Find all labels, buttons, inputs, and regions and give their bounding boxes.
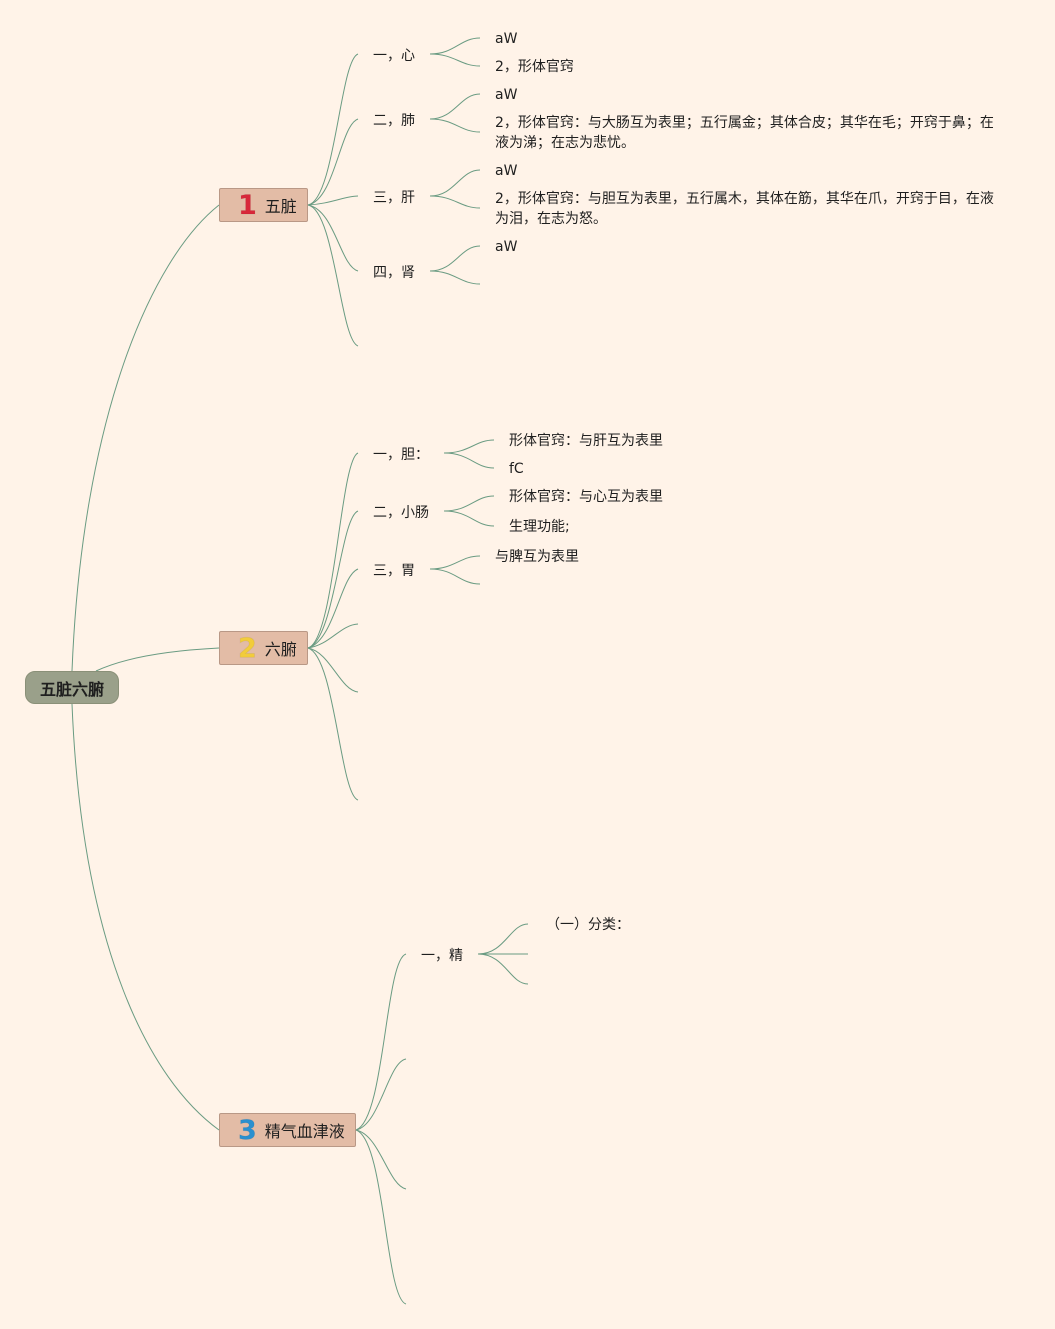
leaf-node[interactable]: 2，形体官窍 bbox=[495, 59, 574, 75]
topic-label: 精气血津液 bbox=[264, 1122, 345, 1141]
root-label: 五脏六腑 bbox=[39, 679, 104, 699]
number-1-icon: 1 bbox=[238, 189, 258, 221]
leaf-node[interactable]: 形体官窍：与心互为表里 bbox=[509, 489, 663, 505]
topic-node-3[interactable]: 3 精气血津液 bbox=[219, 1113, 356, 1147]
leaf-node[interactable]: （一）分类： bbox=[546, 917, 630, 933]
leaf-node[interactable]: aW bbox=[495, 239, 518, 255]
leaf-node[interactable]: 2，形体官窍：与胆互为表里，五行属木，其体在筋，其华在爪，开窍于目，在液为泪，在… bbox=[495, 191, 994, 227]
leaf-node[interactable]: aW bbox=[495, 163, 518, 179]
subtopic-node[interactable]: 三，胃 bbox=[373, 563, 415, 579]
topic-node-1[interactable]: 1 五脏 bbox=[219, 188, 308, 222]
number-3-icon: 3 bbox=[238, 1114, 258, 1146]
topic-label: 六腑 bbox=[264, 640, 297, 659]
root-node[interactable]: 五脏六腑 bbox=[25, 671, 119, 704]
leaf-node[interactable]: 形体官窍：与肝互为表里 bbox=[509, 433, 663, 449]
subtopic-node[interactable]: 一，心 bbox=[373, 48, 415, 64]
subtopic-node[interactable]: 一，胆： bbox=[373, 447, 429, 463]
subtopic-node[interactable]: 二，小肠 bbox=[373, 505, 429, 521]
leaf-node[interactable]: 生理功能; bbox=[509, 519, 570, 535]
leaf-node[interactable]: aW bbox=[495, 87, 518, 103]
subtopic-node[interactable]: 二，肺 bbox=[373, 113, 415, 129]
subtopic-node[interactable]: 四，肾 bbox=[373, 265, 415, 281]
topic-label: 五脏 bbox=[264, 197, 297, 216]
subtopic-node[interactable]: 三，肝 bbox=[373, 190, 415, 206]
subtopic-node[interactable]: 一，精 bbox=[421, 948, 463, 964]
leaf-node[interactable]: fC bbox=[509, 461, 524, 477]
leaf-node[interactable]: 2，形体官窍：与大肠互为表里；五行属金；其体合皮；其华在毛；开窍于鼻；在液为涕；… bbox=[495, 115, 994, 151]
leaf-node[interactable]: aW bbox=[495, 31, 518, 47]
leaf-node[interactable]: 与脾互为表里 bbox=[495, 549, 579, 565]
topic-node-2[interactable]: 2 六腑 bbox=[219, 631, 308, 665]
number-2-icon: 2 bbox=[238, 632, 258, 664]
